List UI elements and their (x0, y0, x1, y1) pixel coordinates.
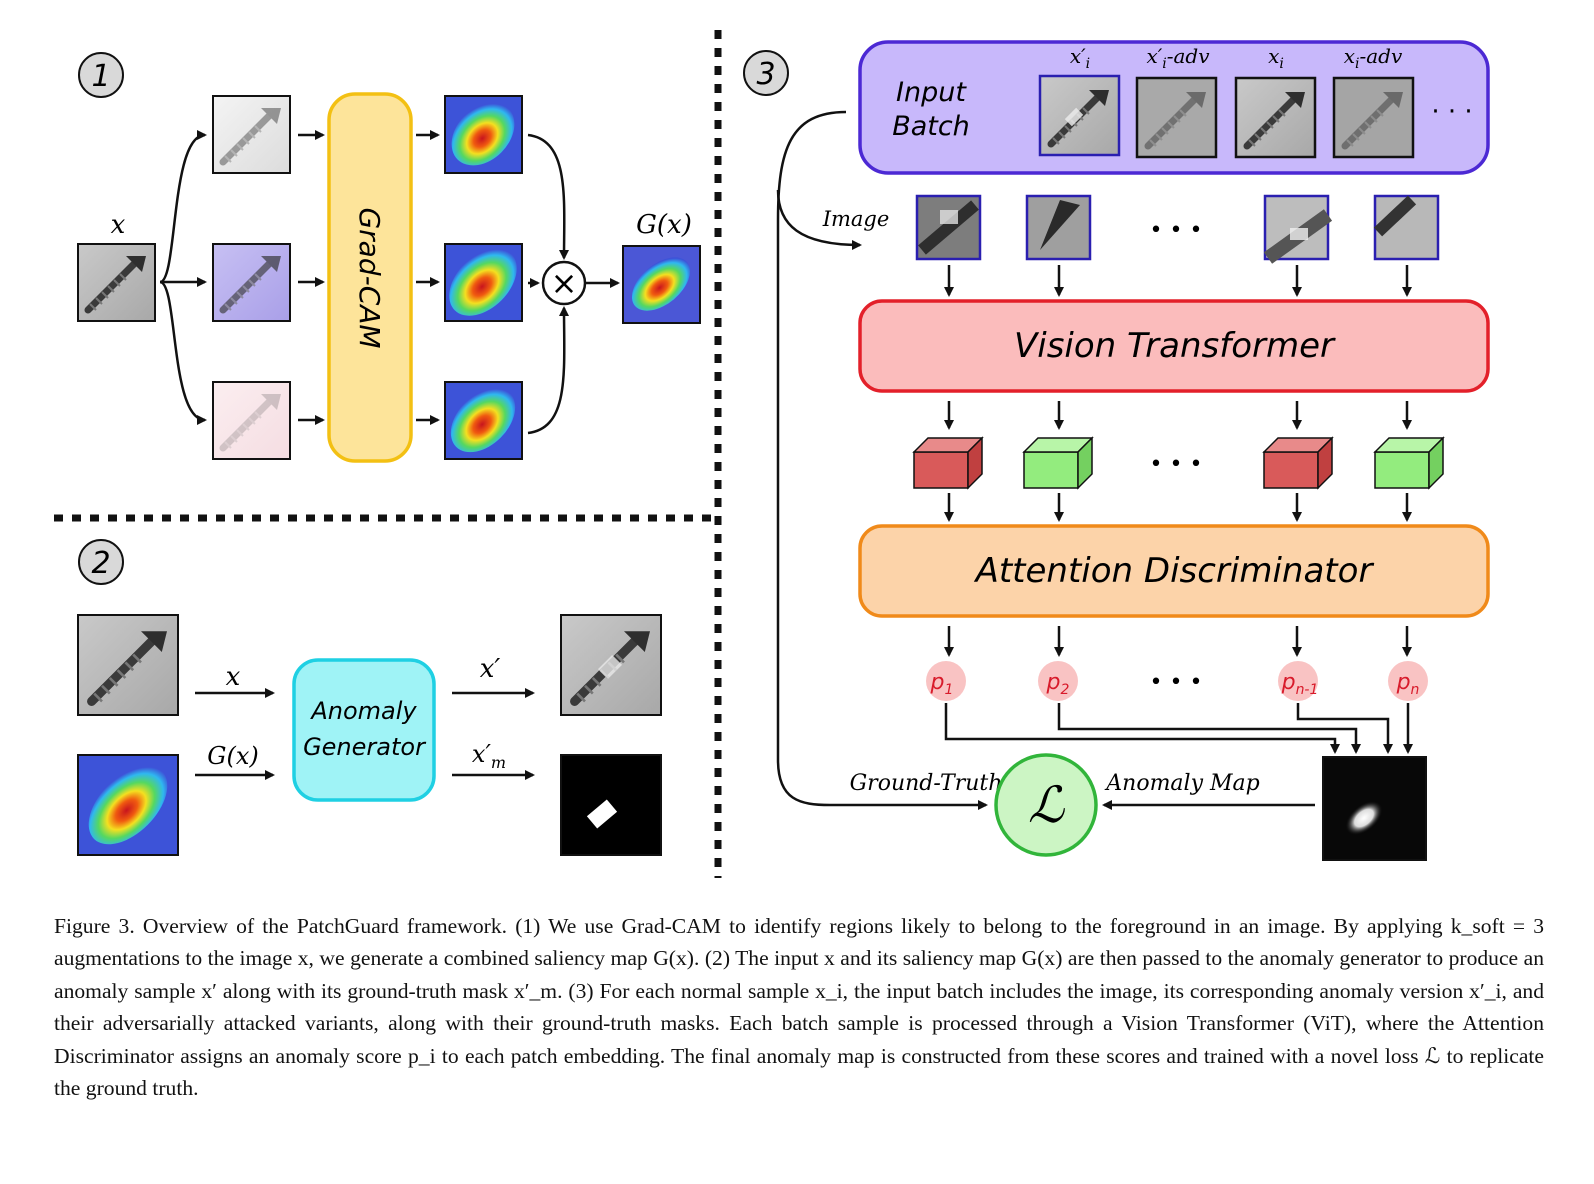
arrow-heatmap1-to-multiply (527, 133, 570, 260)
svg-text:p1: p1 (930, 670, 954, 698)
panel2-x-label: x (226, 662, 241, 692)
panel-2-number-badge (78, 539, 124, 585)
loss-symbol: ℒ (1028, 776, 1065, 834)
batch-ellipsis: · · · (1431, 97, 1472, 127)
input-batch-line2: Batch (892, 111, 970, 142)
panel-3-number-badge (743, 50, 789, 96)
input-image (77, 243, 156, 322)
patch-ellipsis: • • • (1150, 218, 1203, 243)
input-batch-line1: Input (896, 77, 967, 108)
branch-arrow-top (159, 130, 207, 284)
attention-discriminator-block (858, 524, 1490, 618)
panel2-xprime-label: x′ (480, 654, 501, 684)
input-x-label: x (111, 210, 126, 240)
anomaly-generator-line1: Anomaly (309, 697, 417, 725)
patch-n (1373, 194, 1440, 261)
score-ellipsis: • • • (1150, 670, 1203, 695)
vision-transformer-label: Vision Transformer (1014, 326, 1336, 366)
embedding-red-1 (912, 436, 984, 490)
panel-1-number: 1 (91, 59, 110, 94)
multiply-node (541, 260, 587, 306)
batch-label-x-i-adv: xi-adv (1344, 44, 1403, 72)
panel2-saliency-image (77, 754, 179, 856)
svg-text:pn-1: pn-1 (1281, 670, 1319, 698)
augmented-image-1 (212, 95, 291, 174)
gradcam-block (327, 92, 413, 463)
route-p1-to-map (944, 703, 1340, 754)
batch-image-normal-adv (1332, 76, 1415, 159)
embedding-ellipsis: • • • (1150, 452, 1203, 477)
anomaly-map-image (1322, 756, 1427, 861)
heatmap-2 (444, 243, 523, 322)
batch-label-xprime-i: x′i (1070, 44, 1090, 72)
patch-1 (915, 194, 982, 261)
batch-image-normal (1234, 76, 1317, 159)
batch-to-ground-truth-arrow (776, 110, 988, 810)
route-pn1-to-map (1296, 703, 1393, 754)
embedding-green-2 (1022, 436, 1094, 490)
patch-2 (1025, 194, 1092, 261)
batch-label-xprime-i-adv: x′i-adv (1146, 44, 1210, 72)
attention-discriminator-label: Attention Discriminator (974, 551, 1375, 591)
embedding-green-4 (1373, 436, 1445, 490)
image-label: Image (822, 207, 890, 231)
panel2-xm-label: x′m (472, 740, 506, 772)
branch-arrow-bottom (159, 280, 207, 425)
heatmap-1 (444, 95, 523, 174)
anomaly-generator-line2: Generator (303, 733, 427, 761)
multiply-symbol: × (551, 264, 578, 302)
panel-3-number: 3 (756, 57, 775, 92)
output-gx-label: G(x) (636, 210, 692, 240)
batch-image-anomaly-adv (1135, 76, 1218, 159)
loss-node (994, 753, 1098, 857)
vision-transformer-block (858, 299, 1490, 393)
batch-image-anomaly (1038, 74, 1121, 157)
panel2-xm-sub: m (491, 753, 506, 772)
ground-truth-label: Ground-Truth (850, 771, 1003, 796)
score-pn-1: pn-1 (1278, 661, 1318, 701)
panel-2-number: 2 (91, 546, 110, 581)
panel-1-number-badge (78, 52, 124, 98)
anomaly-sample-image (560, 614, 662, 716)
augmented-image-2 (212, 243, 291, 322)
panel2-gx-label: G(x) (207, 742, 258, 770)
panel-3: 3 Input Batch x′i x′i-adv xi xi-adv · · … (743, 40, 1490, 861)
patchguard-diagram: 1 x Grad-CAM (54, 30, 1490, 878)
svg-text:p2: p2 (1046, 670, 1070, 698)
panel-2: 2 x G(x) Anomaly Generator x′ x′m (77, 539, 662, 856)
svg-text:pn: pn (1396, 670, 1420, 698)
route-p2-to-map (1057, 703, 1361, 754)
combined-saliency-map (622, 245, 701, 324)
ground-truth-mask-image (560, 754, 662, 856)
anomaly-map-label: Anomaly Map (1104, 771, 1259, 796)
gradcam-label: Grad-CAM (353, 207, 386, 348)
batch-label-x-i: xi (1268, 44, 1284, 72)
score-pn: pn (1388, 661, 1428, 701)
figure-caption: Figure 3. Overview of the PatchGuard fra… (54, 914, 1544, 1101)
augmented-image-3 (212, 381, 291, 460)
arrow-heatmap3-to-multiply (527, 306, 570, 435)
patch-n-1 (1263, 194, 1333, 264)
embedding-red-3 (1262, 436, 1334, 490)
panel-1: 1 x Grad-CAM (77, 52, 701, 463)
batch-to-patches-arrow (776, 189, 862, 250)
score-p1: p1 (926, 661, 966, 701)
panel2-input-image (77, 614, 179, 716)
anomaly-generator-block (292, 658, 436, 802)
score-p2: p2 (1038, 661, 1078, 701)
heatmap-3 (444, 381, 523, 460)
